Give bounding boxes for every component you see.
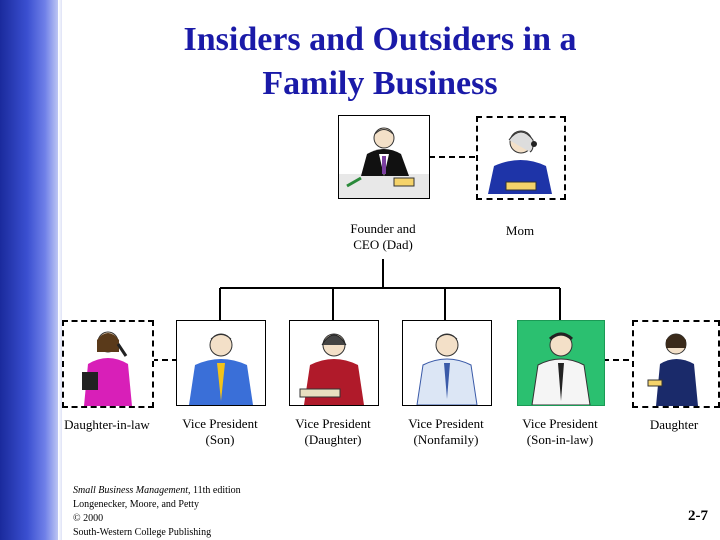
vp-son-box: [176, 320, 266, 406]
man-blue-shirt-icon: [189, 333, 253, 405]
woman-on-phone-icon: [488, 130, 552, 194]
daughter-label: Daughter: [649, 417, 699, 432]
businessman-at-desk-icon: [339, 127, 429, 198]
sidebar-edge: [58, 0, 62, 540]
book-edition: , 11th edition: [188, 485, 241, 496]
mom-label: Mom: [505, 223, 535, 238]
title-line-1: Insiders and Outsiders in a: [183, 21, 577, 58]
book-title: Small Business Management: [73, 485, 188, 496]
publisher: South-Western College Publishing: [73, 527, 212, 538]
vp-daughter-box: [289, 320, 379, 406]
vp-nonfamily-label: Vice President (Nonfamily): [408, 416, 484, 447]
mom-box: [476, 116, 566, 200]
left-sidebar-band: [0, 0, 60, 540]
title-line-2: Family Business: [262, 65, 498, 102]
page-number: 2-7: [688, 508, 708, 524]
daughter-in-law-label: Daughter-in-law: [64, 417, 150, 432]
book-credit: Small Business Management, 11th edition …: [73, 484, 241, 540]
vp-son-in-law-box: [517, 320, 605, 406]
founder-ceo-label: Founder and CEO (Dad): [350, 221, 416, 252]
founder-ceo-dad-box: [338, 115, 430, 199]
vp-daughter-label: Vice President (Daughter): [295, 416, 371, 447]
daughter-box: [632, 320, 720, 408]
copyright: © 2000: [73, 513, 104, 524]
vp-nonfamily-box: [402, 320, 492, 406]
vp-son-label: Vice President (Son): [182, 416, 258, 447]
man-light-blue-shirt-icon: [416, 333, 478, 405]
man-striped-shirt-icon: [531, 332, 591, 405]
woman-red-jacket-icon: [299, 333, 364, 405]
daughter-in-law-box: [62, 320, 154, 408]
slide-title: Insiders and Outsiders in a Family Busin…: [100, 18, 660, 106]
vp-son-in-law-label: Vice President (Son-in-law): [522, 416, 598, 447]
book-authors: Longenecker, Moore, and Petty: [73, 499, 199, 510]
woman-navy-suit-icon: [647, 333, 698, 406]
woman-in-pink-suit-icon: [82, 331, 132, 406]
